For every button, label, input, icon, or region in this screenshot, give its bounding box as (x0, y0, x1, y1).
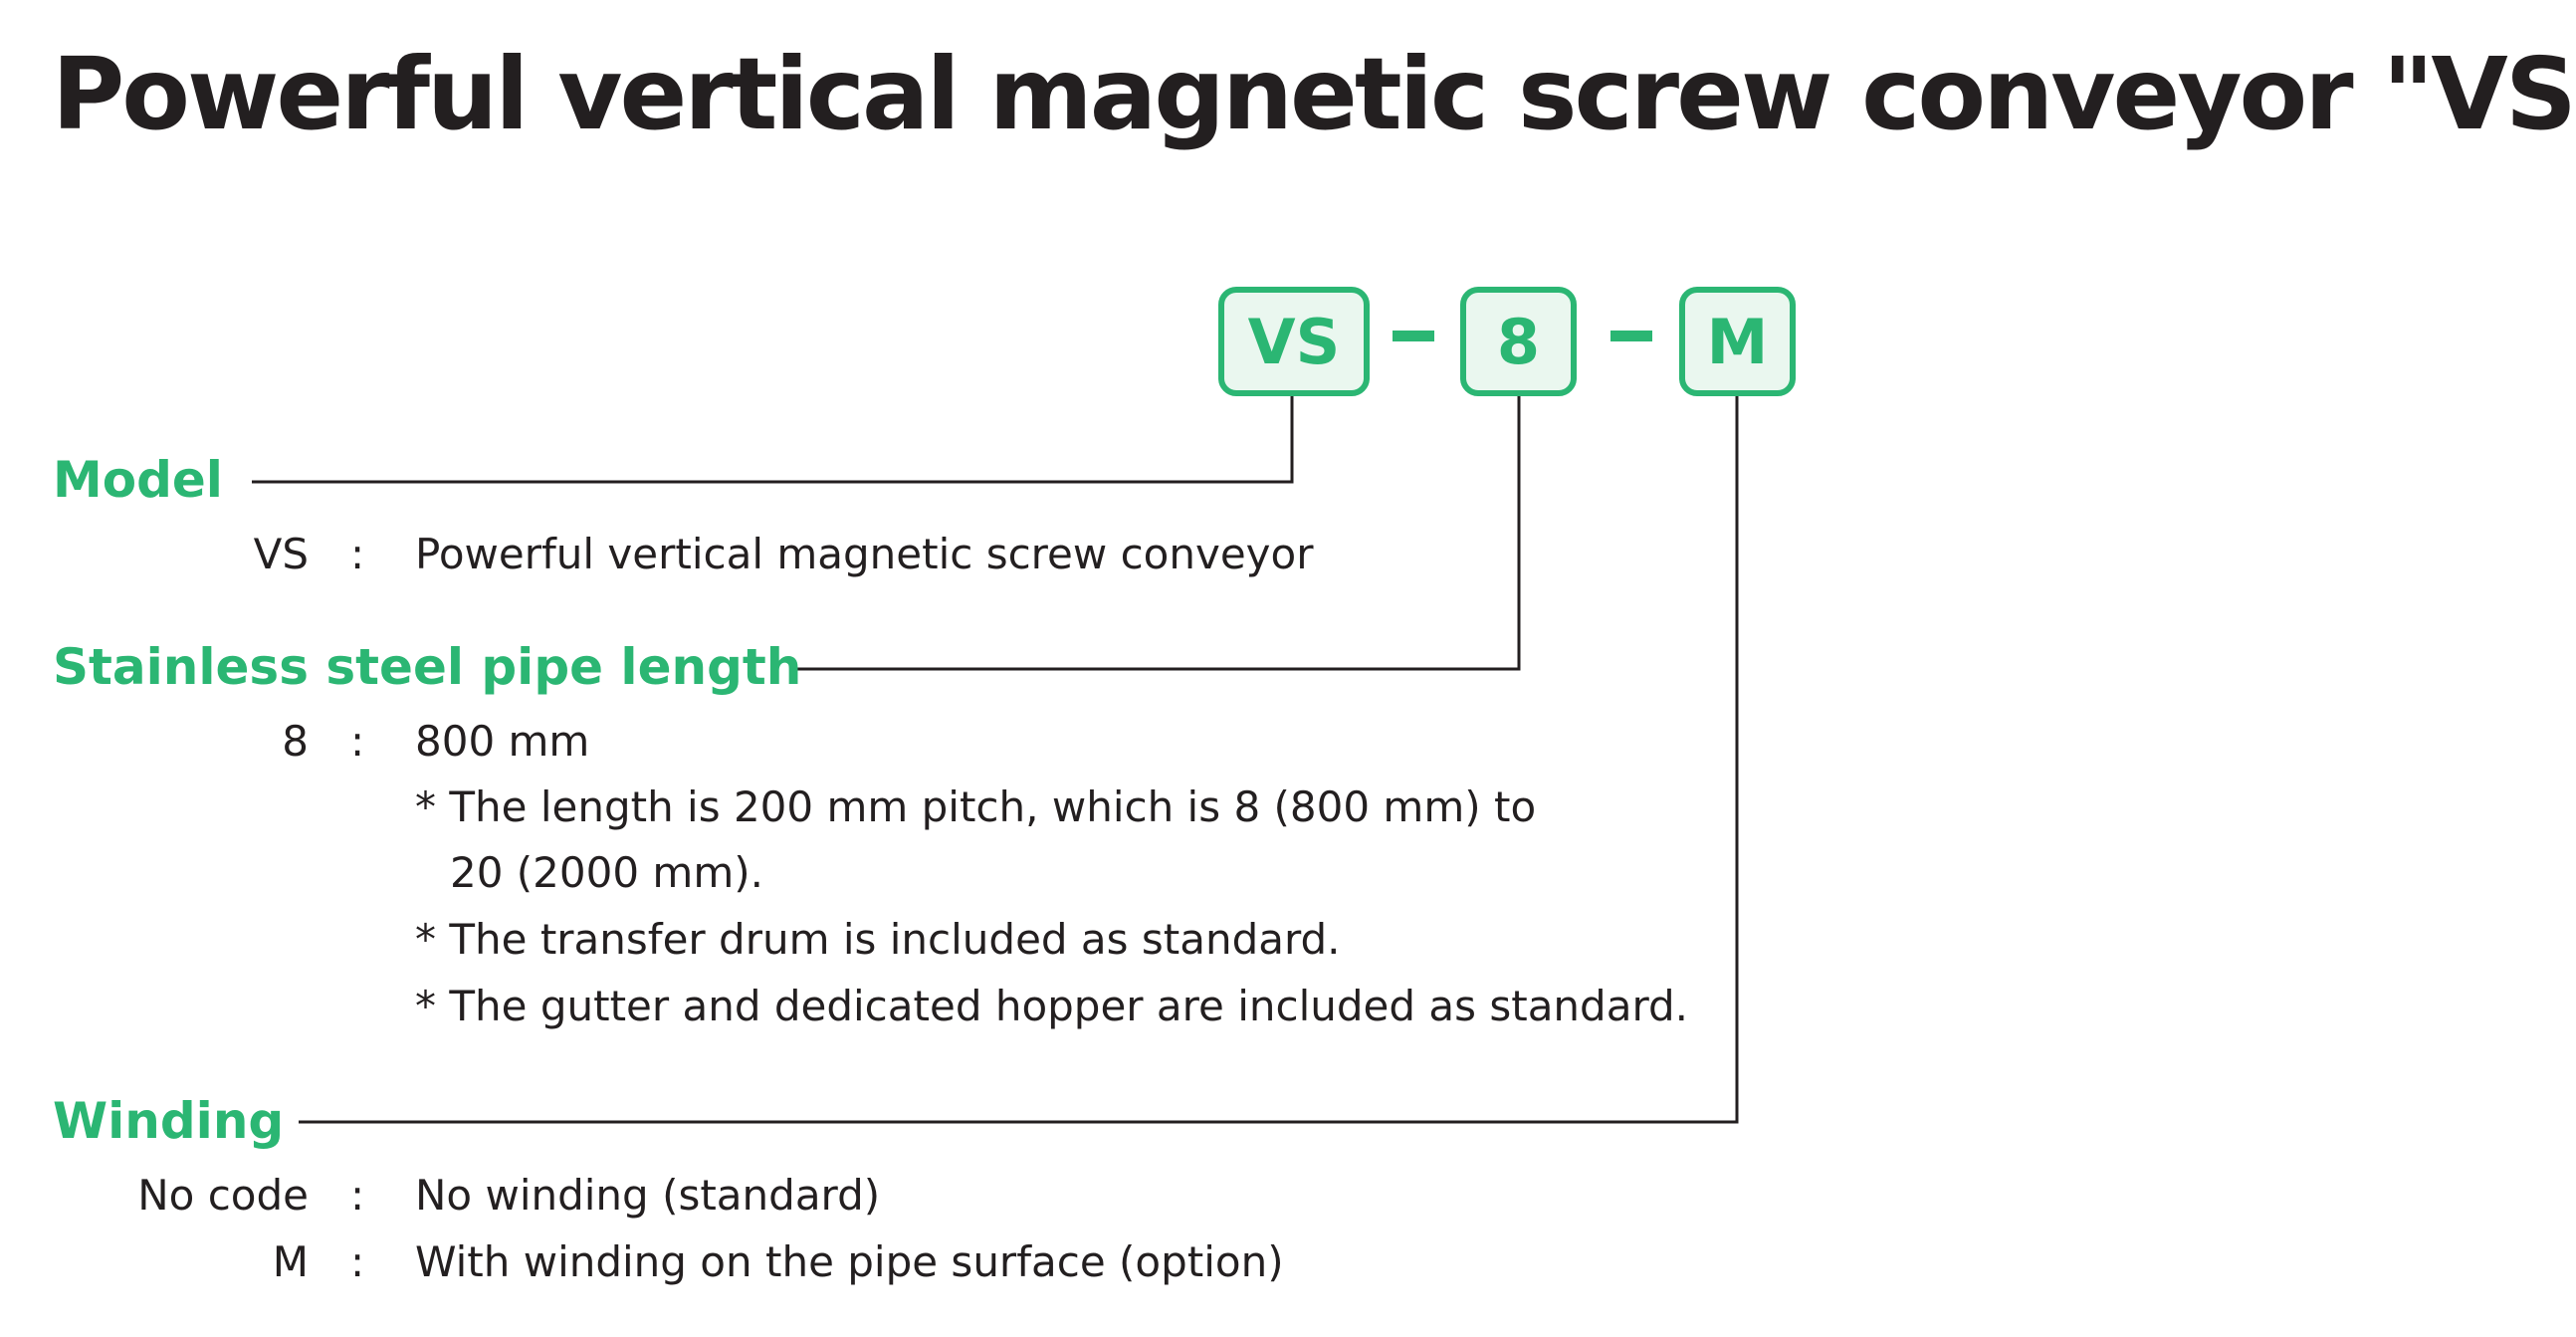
row-description: With winding on the pipe surface (option… (415, 1237, 1284, 1286)
row-separator: : (350, 1171, 365, 1220)
section-heading-winding: Winding (53, 1092, 285, 1150)
note-line: * The transfer drum is included as stand… (415, 915, 1341, 964)
row-code: 8 (282, 717, 309, 766)
row-description: No winding (standard) (415, 1171, 881, 1220)
note-line: * The length is 200 mm pitch, which is 8… (415, 782, 1537, 831)
row-separator: : (350, 530, 365, 578)
row-separator: : (350, 1237, 365, 1286)
model-code-box-length: 8 (1460, 287, 1577, 396)
model-code-box-winding: M (1679, 287, 1796, 396)
section-heading-model: Model (53, 451, 223, 509)
row-code: VS (253, 530, 309, 578)
note-line: * The gutter and dedicated hopper are in… (415, 982, 1688, 1030)
page-title: Powerful vertical magnetic screw conveyo… (52, 36, 2576, 152)
model-code-separator (1610, 331, 1652, 341)
row-separator: : (350, 717, 365, 766)
row-description: 800 mm (415, 717, 590, 766)
row-code: M (272, 1237, 309, 1286)
section-heading-pipe-length: Stainless steel pipe length (53, 638, 802, 696)
row-code: No code (137, 1171, 309, 1220)
connector-winding (299, 396, 1739, 1124)
connector-length (789, 396, 1521, 671)
note-line: 20 (2000 mm). (450, 848, 763, 897)
model-code-separator (1393, 331, 1434, 341)
connector-model (252, 396, 1294, 484)
model-code-box-vs: VS (1218, 287, 1370, 396)
row-description: Powerful vertical magnetic screw conveyo… (415, 530, 1314, 578)
